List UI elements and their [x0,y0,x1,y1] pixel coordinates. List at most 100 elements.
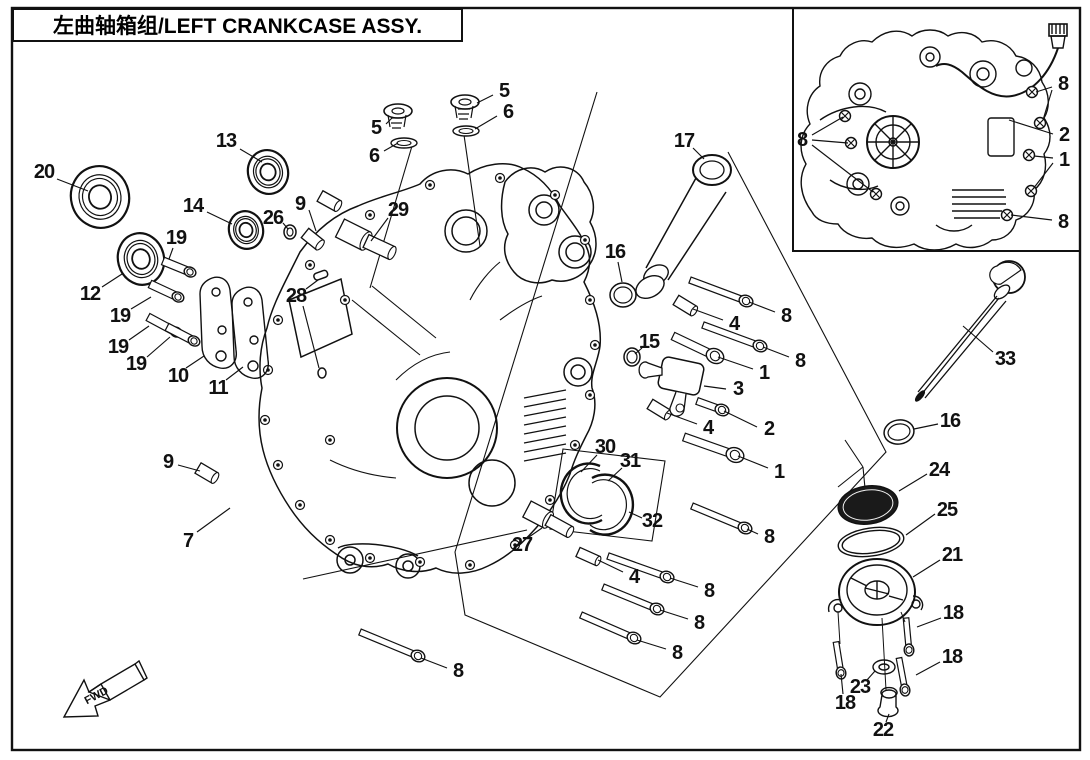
bolt [357,628,426,663]
callout-27: 27 [511,534,533,556]
callout-22: 22 [872,719,894,741]
callout-5: 5 [498,80,510,102]
bearing [69,165,131,229]
bearing [116,232,166,286]
fwd-arrow [62,659,148,718]
inset-assembled-view [800,23,1068,251]
callout-8: 8 [703,580,715,602]
callout-18: 18 [834,692,856,714]
gasket-plates [199,276,269,379]
o-ring [883,419,915,445]
bearing [246,149,290,195]
callout-29: 29 [387,199,409,221]
dowel-pin [300,227,325,251]
callout-9: 9 [162,451,174,473]
bolt [689,502,753,535]
callout-19: 19 [125,353,147,375]
bolt [695,396,730,417]
callout-25: 25 [936,499,958,521]
dowel-pin [672,294,699,317]
callout-33: 33 [994,348,1016,370]
bolt [164,322,201,347]
callout-21: 21 [941,544,963,566]
dipstick [914,260,1026,402]
callout-20: 20 [33,161,55,183]
callout-23: 23 [849,676,871,698]
callout-30: 30 [594,436,616,458]
sensor [638,356,705,417]
callout-1: 1 [1058,149,1070,171]
half-shells [559,462,635,536]
callout-2: 2 [763,418,775,440]
title-box: 左曲轴箱组/LEFT CRANKCASE ASSY. [12,8,463,42]
callout-4: 4 [628,566,640,588]
dowel-pin [194,461,220,485]
oil-plug [383,103,413,129]
page-title: 左曲轴箱组/LEFT CRANKCASE ASSY. [52,15,423,38]
callout-2: 2 [1058,124,1070,146]
oil-pump-group [827,485,924,718]
callout-4: 4 [728,313,740,335]
callout-5: 5 [370,117,382,139]
callout-4: 4 [702,417,714,439]
o-ring [623,347,641,367]
callout-28: 28 [285,285,307,307]
bolt [895,656,911,697]
leader-lines [56,86,1054,723]
callout-10: 10 [167,365,189,387]
callout-12: 12 [79,283,101,305]
bolt [601,583,665,616]
callout-1: 1 [773,461,785,483]
loose-parts [69,94,1026,697]
bearing [227,210,265,250]
oil-pipe [635,154,732,299]
callout-6: 6 [368,145,380,167]
callout-8: 8 [796,129,808,151]
callout-18: 18 [942,602,964,624]
callout-8: 8 [794,350,806,372]
callout-19: 19 [107,336,129,358]
dowel-pin [362,233,397,261]
callout-8: 8 [763,526,775,548]
callout-8: 8 [1057,211,1069,233]
bolt [160,256,197,278]
callout-17: 17 [673,130,695,152]
spring-washer [390,137,418,149]
dowel-pin [316,189,343,213]
callout-26: 26 [262,207,284,229]
bolt-holes [259,172,601,571]
callout-8: 8 [452,660,464,682]
bolt [832,640,847,680]
callout-16: 16 [939,410,961,432]
callout-24: 24 [928,459,950,481]
callout-3: 3 [732,378,744,400]
callout-19: 19 [165,227,187,249]
oil-plug [450,94,480,120]
callout-11: 11 [208,377,228,399]
callout-31: 31 [619,450,641,472]
callout-9: 9 [294,193,306,215]
bolt [688,276,754,308]
callout-13: 13 [215,130,237,152]
callout-32: 32 [641,510,663,532]
bolt [681,432,745,464]
dowel-pin [646,398,673,421]
callout-8: 8 [1057,73,1069,95]
crankcase-drawing [258,162,602,579]
callout-7: 7 [182,530,194,552]
bolt [578,611,642,645]
inset-bolt-markers [838,85,1047,222]
callout-1: 1 [758,362,770,384]
callout-6: 6 [502,101,514,123]
callout-8: 8 [780,305,792,327]
bolt [606,552,675,584]
callout-16: 16 [604,241,626,263]
callout-19: 19 [109,305,131,327]
bolt [670,331,725,365]
o-ring [283,224,297,240]
dowel-pin [544,513,575,539]
callout-15: 15 [638,331,660,353]
diagnostic-connector [935,23,1068,98]
